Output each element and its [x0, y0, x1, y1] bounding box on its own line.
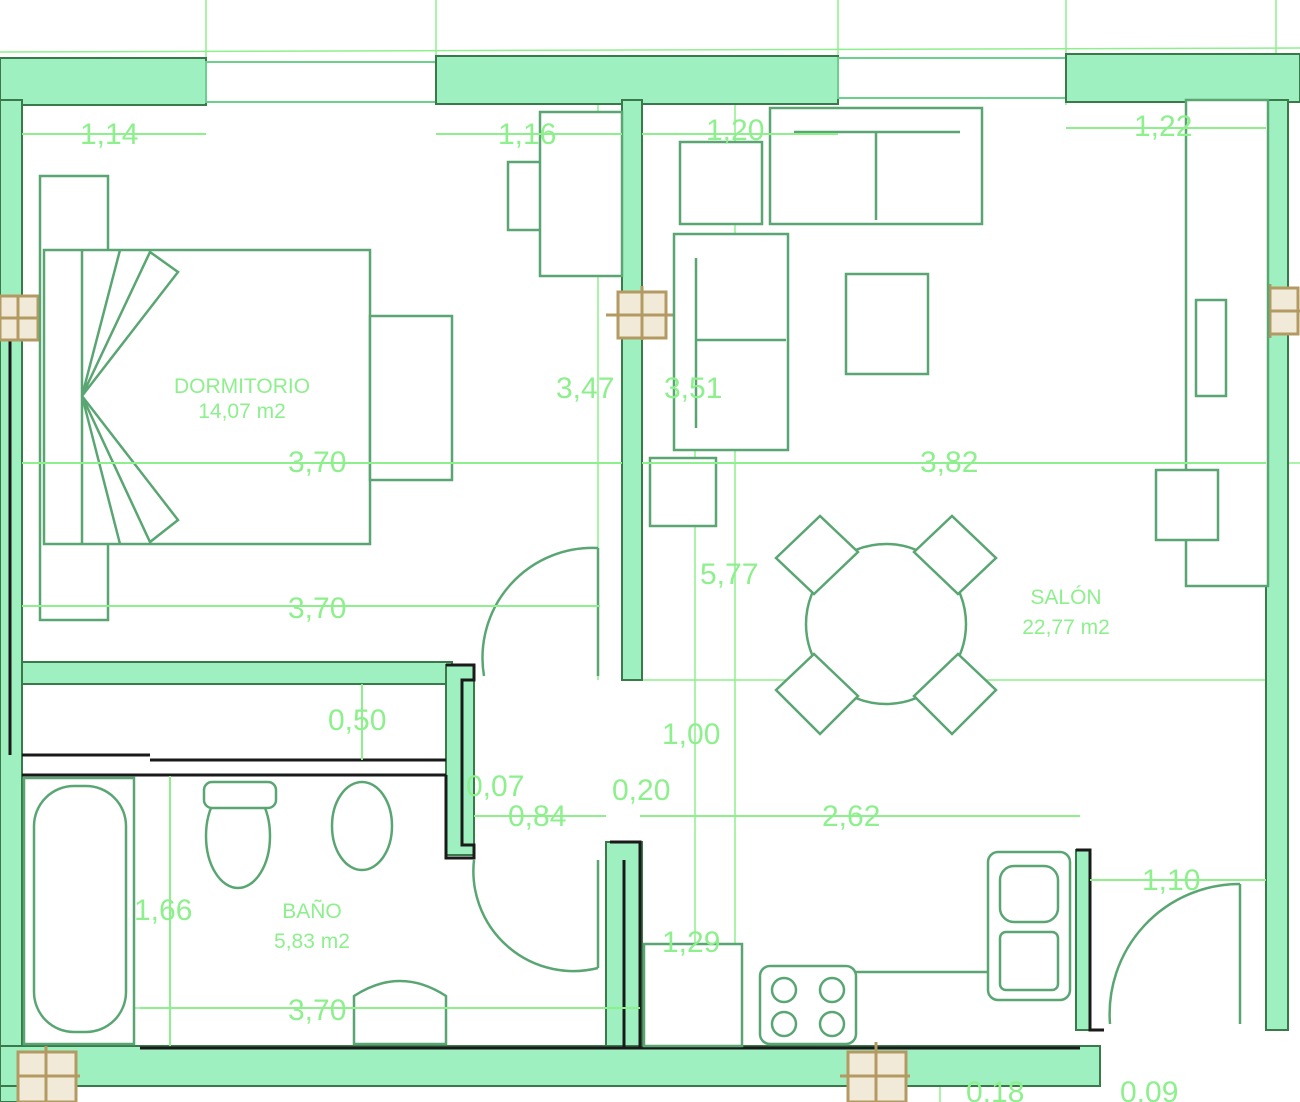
bed — [42, 248, 372, 546]
dim-0-20: 0,20 — [612, 774, 670, 807]
pillars — [0, 284, 1300, 1102]
room-name-dormitorio: DORMITORIO — [174, 375, 310, 398]
dim-0-50: 0,50 — [328, 704, 386, 737]
pillar — [0, 294, 50, 342]
dim-1-14: 1,14 — [80, 118, 138, 151]
dim-3-51: 3,51 — [664, 372, 722, 405]
dim-0-09: 0,09 — [1120, 1076, 1178, 1102]
armchair — [678, 140, 764, 226]
dim-1-10: 1,10 — [1142, 864, 1200, 897]
room-name-salon: SALÓN — [1030, 586, 1101, 609]
kitchen-furniture — [642, 850, 1242, 1048]
desk — [538, 110, 624, 278]
bedroom-door-swing — [481, 546, 599, 677]
dimension-lines — [22, 127, 1266, 1046]
dim-0-18: 0,18 — [966, 1076, 1024, 1102]
dim-2-62: 2,62 — [822, 800, 880, 833]
dim-1-20: 1,20 — [706, 114, 764, 147]
sofa-side — [672, 232, 790, 452]
dim-1-22: 1,22 — [1134, 110, 1192, 143]
room-area-bano: 5,83 m2 — [274, 930, 350, 953]
pillar — [16, 1046, 80, 1102]
dim-5-77: 5,77 — [700, 558, 758, 591]
coffee-maker — [1194, 298, 1228, 398]
bathroom-door-swing — [472, 859, 599, 973]
dim-0-84: 0,84 — [508, 800, 566, 833]
dimension-labels: 1,14 1,16 1,20 1,22 3,47 3,51 3,70 3,82 … — [80, 110, 1200, 1102]
counter — [642, 942, 744, 1048]
room-area-dormitorio: 14,07 m2 — [198, 400, 286, 423]
side-table — [648, 456, 718, 528]
coffee-table — [844, 272, 930, 376]
dim-1-00: 1,00 — [662, 718, 720, 751]
living-room-furniture — [648, 98, 1270, 736]
bathroom-furniture — [22, 776, 600, 1046]
bidet — [330, 780, 394, 872]
dim-1-66: 1,66 — [134, 894, 192, 927]
room-area-salon: 22,77 m2 — [1022, 616, 1110, 639]
room-name-bano: BAÑO — [282, 899, 342, 923]
cabinet-chair — [1154, 468, 1220, 542]
pillar — [840, 1042, 910, 1102]
dim-3-70-bathroom: 3,70 — [288, 994, 346, 1027]
dim-1-29: 1,29 — [662, 926, 720, 959]
dim-3-70-lower: 3,70 — [288, 592, 346, 625]
bedroom-furniture — [38, 110, 624, 677]
nightstand — [368, 314, 454, 482]
entry-door-swing — [1108, 882, 1241, 1025]
walls — [0, 53, 1300, 1102]
dim-3-47: 3,47 — [556, 372, 614, 405]
dining-chairs — [774, 514, 998, 736]
room-labels: DORMITORIO 14,07 m2 SALÓN 22,77 m2 BAÑO … — [174, 375, 1110, 953]
dim-3-70-bedroom: 3,70 — [288, 446, 346, 479]
dim-0-07: 0,07 — [466, 770, 524, 803]
dining-table — [804, 542, 968, 706]
pillar — [606, 286, 680, 340]
washbasin — [352, 979, 448, 1046]
dim-3-82: 3,82 — [920, 446, 978, 479]
dim-1-16: 1,16 — [498, 118, 556, 151]
